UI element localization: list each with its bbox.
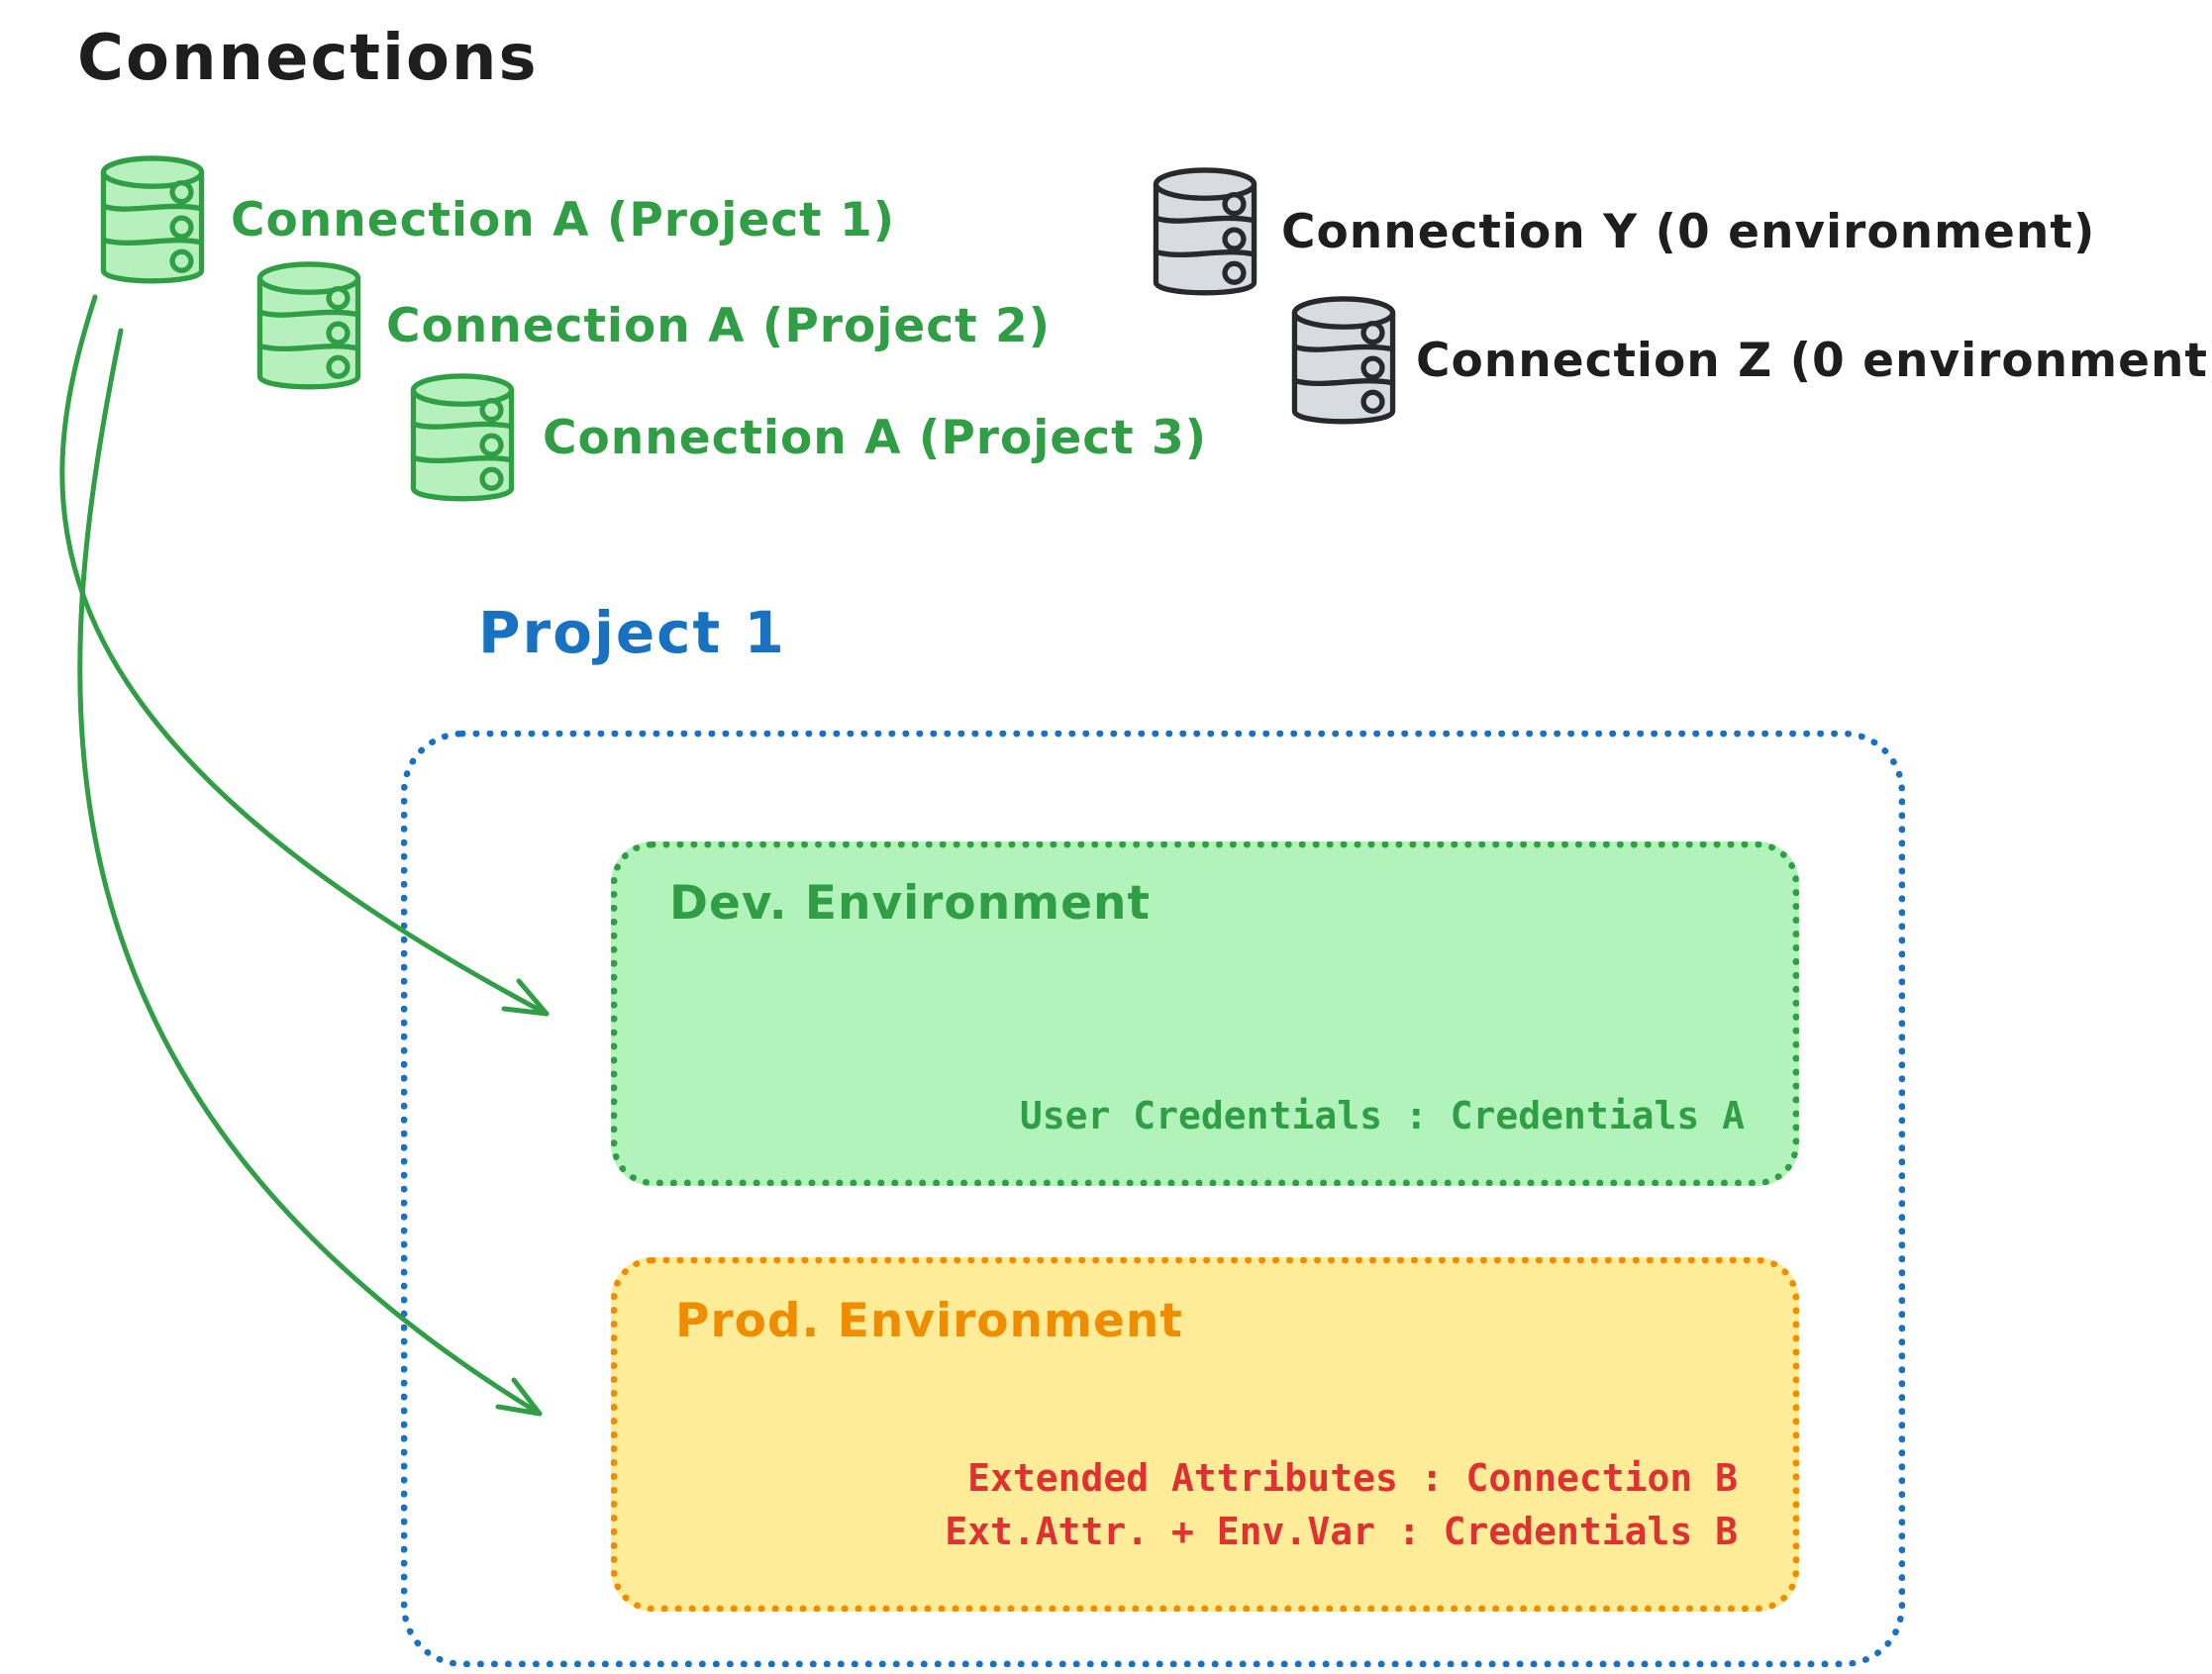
- database-icon: [1147, 163, 1263, 308]
- connection-a-project-2-label: Connection A (Project 2): [386, 299, 1052, 353]
- database-icon: [404, 369, 521, 514]
- prod-mapping-extended-attributes: Extended Attributes : Connection B: [967, 1456, 1738, 1501]
- prod-credentials-mappings: Extended Attributes : Connection B Ext.A…: [945, 1452, 1738, 1559]
- connection-a-project-1-label: Connection A (Project 1): [231, 193, 896, 247]
- project-1-box: Dev. Environment User Credentials : Cred…: [401, 731, 1905, 1667]
- dev-credentials-mapping: User Credentials : Credentials A: [1019, 1094, 1745, 1137]
- page-title: Connections: [77, 22, 539, 95]
- database-icon: [251, 257, 367, 402]
- project-1-title: Project 1: [478, 599, 786, 666]
- prod-environment-box: Prod. Environment Extended Attributes : …: [611, 1257, 1799, 1612]
- database-icon: [1285, 292, 1402, 437]
- connection-z-label: Connection Z (0 environment): [1416, 334, 2212, 388]
- connection-a-project-3-label: Connection A (Project 3): [543, 411, 1208, 465]
- database-icon: [94, 151, 211, 296]
- dev-environment-box: Dev. Environment User Credentials : Cred…: [611, 841, 1799, 1186]
- connection-y-label: Connection Y (0 environment): [1281, 205, 2096, 259]
- prod-environment-title: Prod. Environment: [675, 1294, 1183, 1348]
- dev-environment-title: Dev. Environment: [669, 876, 1151, 931]
- prod-mapping-ext-attr-env-var: Ext.Attr. + Env.Var : Credentials B: [945, 1510, 1738, 1554]
